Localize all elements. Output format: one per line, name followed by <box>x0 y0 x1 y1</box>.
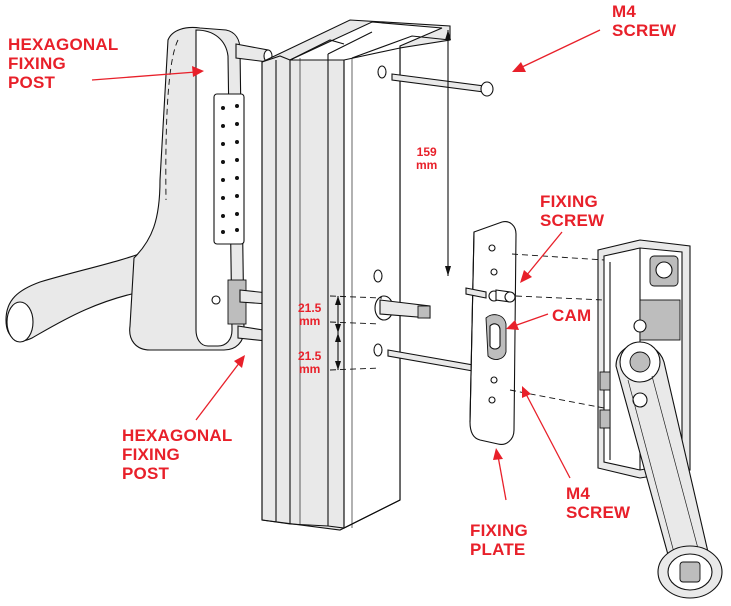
label-m4-screw-bottom: M4 SCREW <box>566 484 631 522</box>
label-fixing-screw: FIXING SCREW <box>540 192 605 230</box>
label-m4-screw-top: M4 SCREW <box>612 2 677 40</box>
label-hexagonal-fixing-post-top: HEXAGONAL FIXING POST <box>8 35 119 92</box>
dimension-21-5mm-upper: 21.5 mm <box>298 301 322 328</box>
keypad-buttons <box>221 104 239 234</box>
keypad-handle <box>5 26 297 351</box>
leader-lines <box>91 29 601 501</box>
label-hexagonal-fixing-post-bottom: HEXAGONAL FIXING POST <box>122 426 233 483</box>
label-fixing-plate: FIXING PLATE <box>470 521 528 559</box>
dimension-lines <box>335 30 451 370</box>
fixing-plate <box>465 221 517 445</box>
door-profile <box>261 19 451 531</box>
lock-body <box>597 239 723 599</box>
label-cam: CAM <box>552 306 592 325</box>
dimension-21-5mm-lower: 21.5 mm <box>298 349 322 376</box>
dimension-159mm: 159 mm <box>416 145 438 172</box>
